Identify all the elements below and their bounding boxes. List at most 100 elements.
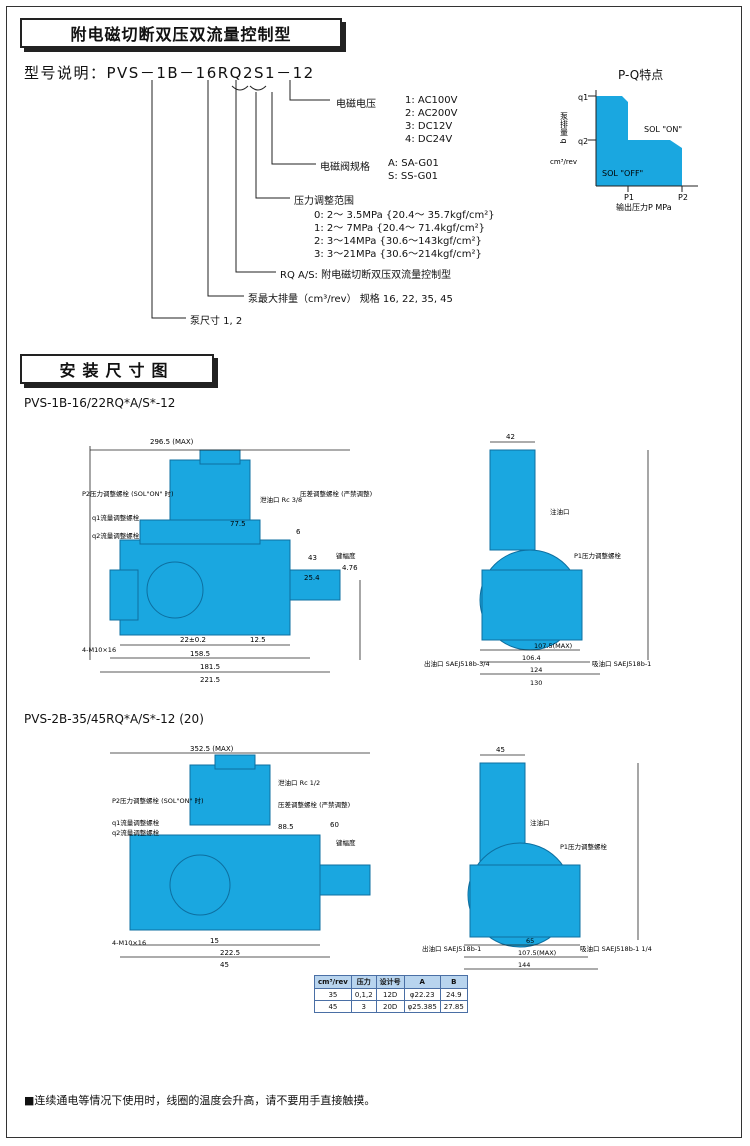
pressure-opt-1: 1: 2～ 7MPa {20.4～ 71.4kgf/cm²} — [314, 223, 486, 234]
d1-dim-77: 77.5 — [230, 520, 246, 528]
d2-key-label: 键幅度 — [336, 838, 356, 847]
d1-dim-130: 130 — [530, 679, 542, 687]
d1-dim-25: 25.4 — [304, 574, 320, 582]
pq-sol-off: SOL "OFF" — [602, 169, 643, 178]
d1-dim-106: 106.4 — [522, 654, 541, 662]
d2-drain-label: 泄油口 Rc 1/2 — [278, 778, 320, 787]
voltage-opt-3: 3: DC12V — [405, 121, 453, 132]
d1-drain-label: 泄油口 Rc 3/8 — [260, 495, 302, 504]
d2-outlet-label: 出油口 SAEJ518b-1 — [422, 944, 481, 953]
table-row: 35 0,1,2 12D φ22.23 24.9 — [314, 988, 468, 1001]
pq-fill — [596, 96, 682, 186]
d2-bolt-label: 4-M10×16 — [112, 939, 146, 947]
th-disp: cm³/rev — [314, 975, 352, 989]
model-code-tree — [151, 80, 330, 319]
d1-dim-125: 12.5 — [250, 636, 266, 644]
voltage-opt-2: 2: AC200V — [405, 108, 458, 119]
d1-outlet-label: 出油口 SAEJ518b-3/4 — [424, 659, 490, 668]
d1-dim-476: 4.76 — [342, 564, 358, 572]
d2-p1-label: P1压力调整螺栓 — [560, 842, 608, 851]
pq-sol-on: SOL "ON" — [644, 125, 682, 134]
d1-inlet-label: 注油口 — [550, 507, 570, 516]
d1-dim-42: 42 — [506, 433, 515, 441]
pq-yunit: cm³/rev — [550, 158, 577, 166]
valve-opt-1: A: SA-G01 — [388, 158, 439, 169]
d2-dim-26: 15 — [210, 937, 219, 945]
drawing2-side-view: 352.5 (MAX) 88.5 60 15 222.5 45 P2压力调整螺栓… — [110, 745, 371, 969]
d2-dim-max: 352.5 (MAX) — [190, 745, 234, 753]
page-title: 附电磁切断双压双流量控制型 — [20, 18, 342, 48]
cell: φ25.385 — [403, 1000, 441, 1013]
pq-q2: q2 — [578, 137, 588, 146]
d1-p2-label: P2压力调整螺栓 (SOL"ON" 时) — [82, 489, 174, 498]
pq-p1: P1 — [624, 193, 634, 202]
d1-dim-22: 22±0.2 — [180, 636, 206, 644]
cell: φ22.23 — [403, 988, 441, 1001]
page-frame — [6, 6, 742, 1138]
d1-bolt-label: 4-M10×16 — [82, 646, 116, 654]
cell: 27.85 — [439, 1000, 468, 1013]
voltage-opt-1: 1: AC100V — [405, 95, 458, 106]
d1-q1-label: q1流量调整螺栓 — [92, 513, 140, 522]
d1-q2-label: q2流量调整螺栓 — [92, 531, 140, 540]
d2-dim-60: 60 — [330, 821, 339, 829]
d1-dim-43: 43 — [308, 554, 317, 562]
pq-p2: P2 — [678, 193, 688, 202]
d2-dim-45: 45 — [496, 746, 505, 754]
d1-dim-107: 107.5(MAX) — [534, 642, 572, 650]
cell: 45 — [314, 1000, 352, 1013]
pq-q1: q1 — [578, 93, 588, 102]
d1-key-label: 键幅度 — [336, 551, 356, 560]
pressure-opt-2: 2: 3～14MPa {30.6～143kgf/cm²} — [314, 236, 482, 247]
d2-dim-192: 222.5 — [220, 949, 240, 957]
d2-pressure-label: 压差调整螺栓 (严禁调整) — [278, 800, 350, 809]
cell: 0,1,2 — [350, 988, 377, 1001]
voltage-opt-4: 4: DC24V — [405, 134, 453, 145]
d1-dim-181: 181.5 — [200, 663, 220, 671]
drawing2-title: PVS-2B-35/45RQ*A/S*-12 (20) — [24, 712, 204, 726]
drawing1-end-view: 42 注油口 P1压力调整螺栓 107.5(MAX) 106.4 124 130… — [424, 433, 651, 687]
table-row: 45 3 20D φ25.385 27.85 — [314, 1000, 468, 1013]
d2-dim-88: 88.5 — [278, 823, 294, 831]
voltage-label: 电磁电压 — [336, 99, 376, 110]
th-b: B — [439, 975, 468, 989]
drawing1-title: PVS-1B-16/22RQ*A/S*-12 — [24, 396, 176, 410]
d1-dim-6: 6 — [296, 528, 301, 536]
d1-suction-label: 吸油口 SAEJ518b-1 — [592, 659, 651, 668]
valve-label: 电磁阀规格 — [320, 162, 370, 173]
d1-dim-221: 221.5 — [200, 676, 220, 684]
d2-dim-222: 45 — [220, 961, 229, 969]
d2-inlet-label: 注油口 — [530, 818, 550, 827]
d2-q2-label: q2流量调整螺栓 — [112, 828, 160, 837]
d1-pressure-label: 压差调整螺栓 (严禁调整) — [300, 489, 372, 498]
pq-chart-title: P-Q特点 — [618, 68, 664, 82]
pressure-opt-0: 0: 2～ 3.5MPa {20.4～ 35.7kgf/cm²} — [314, 210, 495, 221]
drawing2-end-view: 45 注油口 P1压力调整螺栓 65 107.5(MAX) 144 出油口 SA… — [422, 746, 652, 970]
drawing1-side-view: 296.5 (MAX) 77.5 6 43 25.4 4.76 22±0.2 1… — [82, 438, 372, 684]
pq-xlabel: 输出压力P MPa — [616, 202, 672, 212]
size-label: 泵尺寸 1, 2 — [190, 316, 243, 327]
model-code: 型号说明：PVS－1B－16RQ2S1－12 — [24, 64, 315, 82]
d1-dim-124: 124 — [530, 666, 542, 674]
cell: 20D — [375, 1000, 405, 1013]
d2-dim-146: 144 — [518, 961, 530, 969]
pressure-opt-3: 3: 3～21MPa {30.6～214kgf/cm²} — [314, 249, 482, 260]
valve-opt-2: S: SS-G01 — [388, 171, 439, 182]
displacement-label: 泵最大排量（cm³/rev） 规格 16, 22, 35, 45 — [248, 294, 453, 305]
cell: 3 — [350, 1000, 377, 1013]
pq-ylabel: 泵排量 q — [560, 112, 569, 144]
d1-p1-label: P1压力调整螺栓 — [574, 551, 622, 560]
th-a: A — [403, 975, 441, 989]
pressure-range-label: 压力调整范围 — [294, 196, 354, 207]
d2-q1-label: q1流量调整螺栓 — [112, 818, 160, 827]
spec-table: cm³/rev 压力 设计号 A B 35 0,1,2 12D φ22.23 2… — [314, 975, 468, 1013]
d2-dim-107: 65 — [526, 937, 534, 945]
cell: 24.9 — [439, 988, 468, 1001]
th-pressure: 压力 — [350, 975, 377, 989]
cell: 35 — [314, 988, 352, 1001]
pq-chart: q1 q2 P1 P2 SOL "ON" SOL "OFF" 输出压力P MPa… — [550, 90, 698, 212]
d2-suction-label: 吸油口 SAEJ518b-1 1/4 — [580, 944, 652, 953]
th-design: 设计号 — [375, 975, 405, 989]
footnote: ■连续通电等情况下使用时，线圈的温度会升高，请不要用手直接触摸。 — [24, 1094, 376, 1107]
d1-dim-158: 158.5 — [190, 650, 210, 658]
